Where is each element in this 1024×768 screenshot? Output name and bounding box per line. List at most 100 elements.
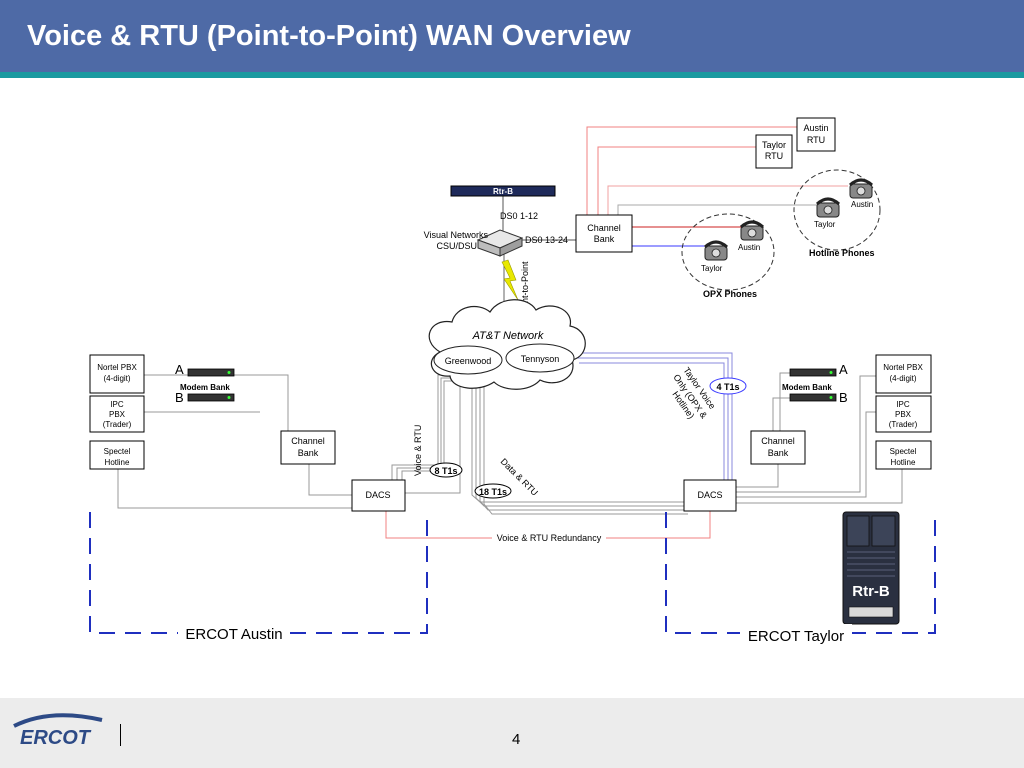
site-taylor-boundary xyxy=(665,512,936,634)
point-to-point-label: Point-to-Point xyxy=(520,261,530,316)
ipc-pbx-right xyxy=(875,395,932,433)
hotline-taylor-link xyxy=(617,204,822,215)
lightning-icon xyxy=(501,259,519,301)
spectel-right-link xyxy=(736,469,903,504)
taylor-rtu-link xyxy=(597,146,756,215)
austin-rtu-link xyxy=(586,126,797,215)
redundancy-label: Voice & RTU Redundancy xyxy=(497,533,602,543)
eight-t1-badge xyxy=(429,462,463,478)
nortel-pbx-left xyxy=(89,354,145,394)
phone-icon xyxy=(815,197,841,218)
channel-bank-left-line1: Channel xyxy=(291,436,325,446)
channel-bank-right-link xyxy=(736,464,779,488)
modem-right-b-device xyxy=(789,393,837,402)
austin-rtu-line1: Austin xyxy=(803,123,828,133)
nortel-left-line2: (4-digit) xyxy=(103,374,130,383)
greenwood-label: Greenwood xyxy=(445,356,492,366)
logo-text: ERCOT xyxy=(20,727,92,749)
eight-t1-label: 8 T1s xyxy=(434,466,457,476)
bundle-4t1 xyxy=(575,352,733,481)
site-austin-label: ERCOT Austin xyxy=(185,626,282,643)
hotline-austin-link xyxy=(607,185,848,215)
modem-bank-right-label: Modem Bank xyxy=(782,383,832,392)
site-taylor-label: ERCOT Taylor xyxy=(748,628,844,645)
router-chassis: Rtr-B xyxy=(842,511,900,625)
ercot-logo: ERCOT xyxy=(10,706,110,755)
modem-left-a: A xyxy=(175,362,184,377)
nortel-right-line1: Nortel PBX xyxy=(883,363,923,372)
router-top-label: Rtr-B xyxy=(493,187,513,196)
four-t1-label: 4 T1s xyxy=(716,382,739,392)
eighteen-t1-badge xyxy=(474,483,512,499)
channel-bank-top-line2: Bank xyxy=(594,234,615,244)
taylor-rtu-line1: Taylor xyxy=(762,140,786,150)
dacs-right-label: DACS xyxy=(697,490,722,500)
ipc-right-line3: (Trader) xyxy=(889,420,918,429)
eighteen-t1-label: 18 T1s xyxy=(479,487,507,497)
site-taylor: Nortel PBX (4-digit) IPC PBX (Trader) Sp… xyxy=(665,354,936,645)
hotline-group-label: Hotline Phones xyxy=(809,248,875,258)
bundle-18t1 xyxy=(405,378,688,515)
modem-left-b-device xyxy=(187,393,235,402)
header-bar xyxy=(0,0,1024,72)
spectel-left-line1: Spectel xyxy=(104,447,131,456)
modem-right-link-b xyxy=(772,397,790,434)
modem-right-a: A xyxy=(839,362,848,377)
wan-diagram: Rtr-B DS0 1-12 Visual Networks CSU/DSU D… xyxy=(0,78,1024,698)
ipc-left-line2: PBX xyxy=(109,410,126,419)
modem-left-b: B xyxy=(175,390,184,405)
austin-rtu-box xyxy=(796,117,836,152)
att-network-cloud xyxy=(428,299,586,390)
greenwood-node xyxy=(433,345,503,375)
page-number: 4 xyxy=(512,731,521,748)
dacs-left-label: DACS xyxy=(365,490,390,500)
csu-label-2: CSU/DSU xyxy=(436,241,477,251)
site-austin: Nortel PBX (4-digit) IPC PBX (Trader) Sp… xyxy=(89,354,428,643)
ipc-left-line1: IPC xyxy=(110,400,124,409)
phone-icon xyxy=(703,240,729,261)
ipc-right-line1: IPC xyxy=(896,400,910,409)
ds0-top-label: DS0 1-12 xyxy=(500,211,538,221)
austin-rtu-line2: RTU xyxy=(807,135,825,145)
spectel-right xyxy=(875,440,932,470)
tennyson-label: Tennyson xyxy=(521,354,560,364)
four-t1-badge xyxy=(709,377,747,395)
spectel-left-link xyxy=(117,469,352,509)
channel-bank-right xyxy=(750,430,806,465)
channel-bank-left-link xyxy=(308,461,352,496)
channel-bank-right-line2: Bank xyxy=(768,448,789,458)
dacs-left xyxy=(351,479,406,512)
header-stripe xyxy=(0,72,1024,78)
csu-label-1: Visual Networks xyxy=(424,230,489,240)
spectel-right-line2: Hotline xyxy=(891,458,916,467)
hotline-taylor-label: Taylor xyxy=(814,220,836,229)
spectel-left xyxy=(89,440,145,470)
nortel-right-line2: (4-digit) xyxy=(889,374,916,383)
modem-right-link-a xyxy=(779,372,790,434)
channel-bank-top-line1: Channel xyxy=(587,223,621,233)
modem-right-b: B xyxy=(839,390,848,405)
modem-left-a-device xyxy=(187,368,235,377)
voice-rtu-label: Voice & RTU xyxy=(413,425,423,476)
dacs-right xyxy=(683,479,737,512)
ipc-pbx-left xyxy=(89,395,145,433)
ipc-right-link xyxy=(736,411,876,498)
router-top: Rtr-B xyxy=(450,185,556,197)
site-austin-boundary xyxy=(89,512,428,634)
phone-icon xyxy=(848,178,874,199)
nortel-right-link xyxy=(736,375,876,493)
slide-title: Voice & RTU (Point-to-Point) WAN Overvie… xyxy=(27,20,631,52)
nortel-pbx-right xyxy=(875,354,932,394)
opx-phones-group xyxy=(681,213,775,291)
taylor-rtu-line2: RTU xyxy=(765,151,783,161)
opx-taylor-label: Taylor xyxy=(701,264,723,273)
ipc-right-line2: PBX xyxy=(895,410,912,419)
spectel-left-line2: Hotline xyxy=(105,458,130,467)
tennyson-node xyxy=(505,343,575,373)
taylor-rtu-box xyxy=(755,134,793,169)
channel-bank-left xyxy=(280,430,336,465)
ds0-side-label: DS0 13-24 xyxy=(525,235,568,245)
opx-austin-label: Austin xyxy=(738,243,760,252)
nortel-left-line1: Nortel PBX xyxy=(97,363,137,372)
hotline-austin-label: Austin xyxy=(851,200,873,209)
